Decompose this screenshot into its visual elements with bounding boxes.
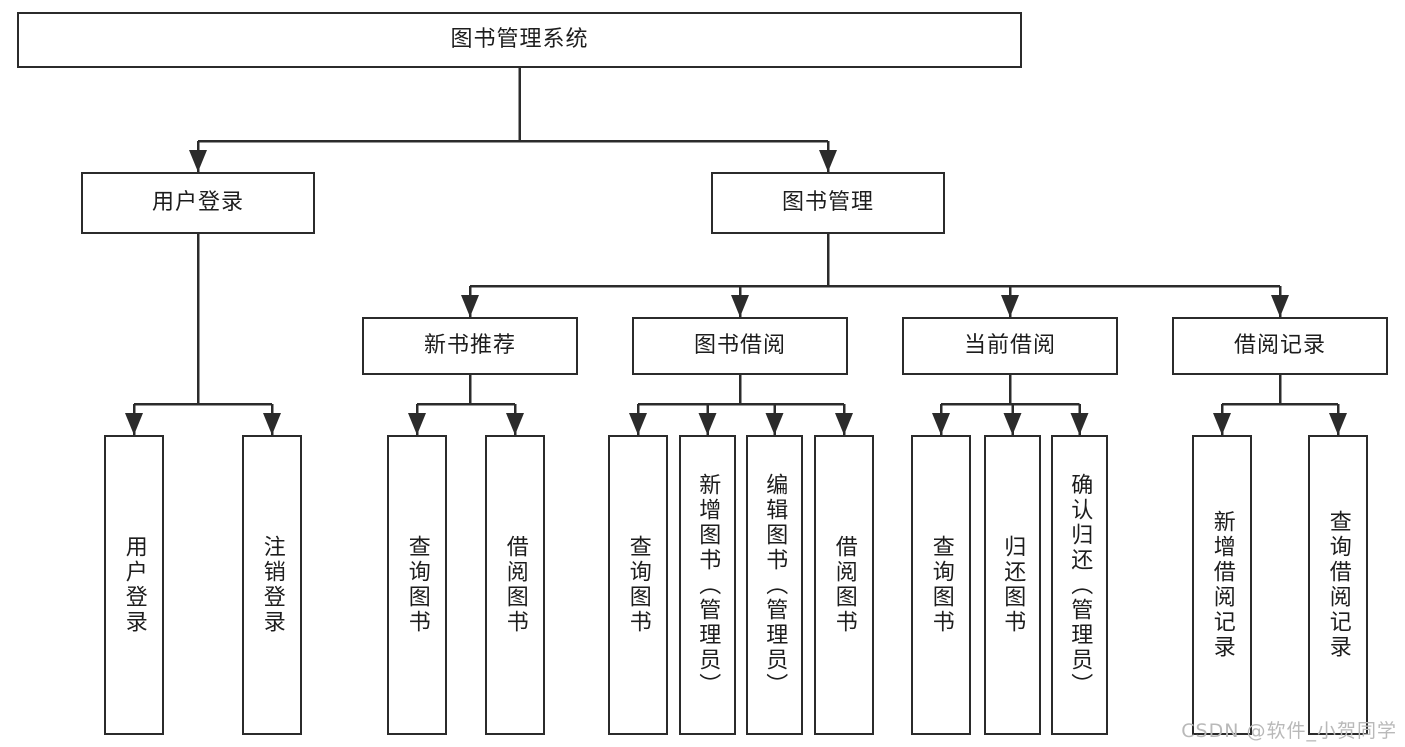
node-label-leaf-return-book: 归还图书 (1000, 535, 1026, 635)
node-label-leaf-borrow-book: 借阅图书 (831, 535, 857, 635)
node-label-book-manage: 图书管理 (781, 189, 874, 215)
node-book-manage[interactable]: 图书管理 (711, 172, 945, 234)
node-label-leaf-logout: 注销登录 (259, 535, 285, 635)
node-new-book-recommend[interactable]: 新书推荐 (362, 317, 578, 375)
node-leaf-query-book-rec[interactable]: 查询图书 (387, 435, 447, 735)
node-label-current-borrow: 当前借阅 (963, 332, 1056, 358)
node-label-leaf-edit-book: 编辑图书（管理员） (762, 472, 788, 698)
node-label-book-borrow: 图书借阅 (693, 332, 786, 358)
node-leaf-query-book-cur[interactable]: 查询图书 (911, 435, 971, 735)
node-label-leaf-add-book: 新增图书（管理员） (695, 472, 721, 698)
node-label-borrow-record: 借阅记录 (1233, 332, 1326, 358)
node-label-leaf-query-record: 查询借阅记录 (1325, 510, 1351, 660)
node-label-leaf-add-record: 新增借阅记录 (1209, 510, 1235, 660)
node-leaf-logout[interactable]: 注销登录 (242, 435, 302, 735)
node-current-borrow[interactable]: 当前借阅 (902, 317, 1118, 375)
node-borrow-record[interactable]: 借阅记录 (1172, 317, 1388, 375)
node-label-root: 图书管理系统 (450, 26, 589, 52)
node-leaf-query-book-borrow[interactable]: 查询图书 (608, 435, 668, 735)
node-leaf-borrow-book[interactable]: 借阅图书 (814, 435, 874, 735)
node-leaf-add-record[interactable]: 新增借阅记录 (1192, 435, 1252, 735)
node-label-leaf-borrow-book-rec: 借阅图书 (502, 535, 528, 635)
node-user-login[interactable]: 用户登录 (81, 172, 315, 234)
node-leaf-edit-book[interactable]: 编辑图书（管理员） (746, 435, 803, 735)
node-leaf-confirm-return[interactable]: 确认归还（管理员） (1051, 435, 1108, 735)
node-label-leaf-query-book-borrow: 查询图书 (625, 535, 651, 635)
node-root[interactable]: 图书管理系统 (17, 12, 1022, 68)
node-leaf-user-login[interactable]: 用户登录 (104, 435, 164, 735)
node-leaf-borrow-book-rec[interactable]: 借阅图书 (485, 435, 545, 735)
watermark: CSDN @软件_小贺同学 (1181, 720, 1397, 742)
node-label-leaf-user-login: 用户登录 (121, 535, 147, 635)
node-label-leaf-query-book-cur: 查询图书 (928, 535, 954, 635)
node-label-leaf-confirm-return: 确认归还（管理员） (1067, 472, 1093, 698)
node-label-new-book-recommend: 新书推荐 (423, 332, 516, 358)
node-leaf-return-book[interactable]: 归还图书 (984, 435, 1041, 735)
node-book-borrow[interactable]: 图书借阅 (632, 317, 848, 375)
node-leaf-add-book[interactable]: 新增图书（管理员） (679, 435, 736, 735)
node-label-leaf-query-book-rec: 查询图书 (404, 535, 430, 635)
node-leaf-query-record[interactable]: 查询借阅记录 (1308, 435, 1368, 735)
node-label-user-login: 用户登录 (151, 189, 244, 215)
